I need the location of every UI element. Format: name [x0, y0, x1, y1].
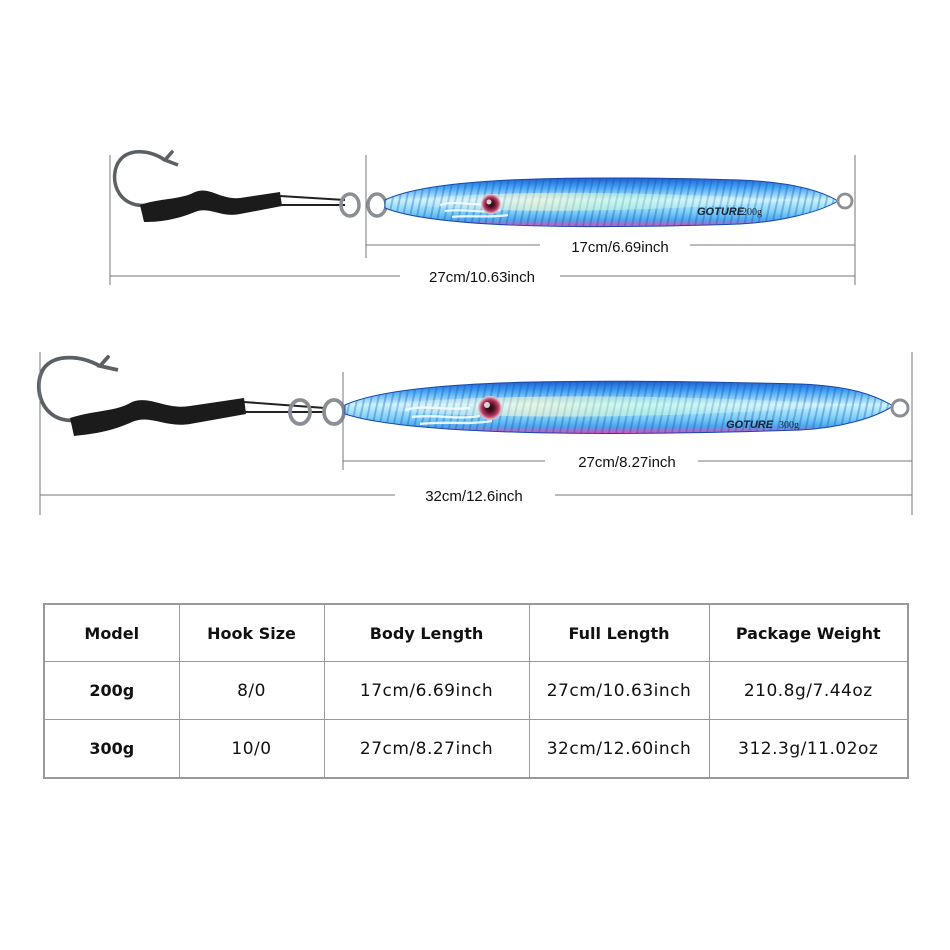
cell-model: 300g [43, 719, 180, 779]
header-full-length: Full Length [528, 603, 710, 662]
brand-mark: GOTURE [697, 206, 745, 218]
cell-hook-size: 8/0 [178, 661, 325, 720]
body-length-label: 27cm/8.27inch [578, 454, 676, 471]
tail-eyelet [836, 192, 854, 210]
table-header-row: Model Hook Size Body Length Full Length … [43, 603, 909, 662]
assist-line [279, 195, 346, 206]
assist-line [243, 401, 326, 413]
cell-body-length: 27cm/8.27inch [323, 719, 530, 779]
full-length-label: 27cm/10.63inch [429, 269, 535, 286]
cell-package-weight: 210.8g/7.44oz [708, 661, 909, 720]
hook-sleeve [140, 190, 282, 222]
header-body-length: Body Length [323, 603, 530, 662]
spec-table: Model Hook Size Body Length Full Length … [43, 603, 909, 779]
cell-full-length: 32cm/12.60inch [528, 719, 710, 779]
dimension-lines-200g [109, 155, 856, 285]
dimension-lines-300g [39, 352, 913, 515]
split-ring [366, 192, 388, 218]
weight-mark: 300g [779, 420, 799, 431]
header-package-weight: Package Weight [708, 603, 909, 662]
table-row: 200g 8/0 17cm/6.69inch 27cm/10.63inch 21… [43, 661, 909, 720]
hook-icon [112, 150, 179, 208]
lure-dimension-diagram: GOTURE 200g 17cm/6.69inch 27cm/10.63inch… [36, 150, 913, 515]
cell-model: 200g [43, 661, 180, 720]
cell-hook-size: 10/0 [178, 719, 325, 779]
split-ring [322, 398, 346, 426]
split-ring [288, 398, 312, 426]
cell-full-length: 27cm/10.63inch [528, 661, 710, 720]
eye-icon [478, 396, 502, 420]
full-length-label: 32cm/12.6inch [425, 488, 523, 505]
hook-icon [36, 355, 119, 423]
cell-package-weight: 312.3g/11.02oz [708, 719, 909, 779]
lure-300g: GOTURE 300g [36, 355, 910, 436]
cell-body-length: 17cm/6.69inch [323, 661, 530, 720]
brand-mark: GOTURE [726, 419, 774, 431]
eye-icon [481, 194, 501, 214]
lure-200g: GOTURE 200g [112, 150, 854, 228]
hook-sleeve [70, 398, 246, 436]
weight-mark: 200g [742, 207, 762, 218]
table-row: 300g 10/0 27cm/8.27inch 32cm/12.60inch 3… [43, 719, 909, 779]
header-model: Model [43, 603, 180, 662]
header-hook-size: Hook Size [178, 603, 325, 662]
split-ring [339, 192, 361, 218]
body-length-label: 17cm/6.69inch [571, 239, 669, 256]
tail-eyelet [890, 398, 910, 418]
